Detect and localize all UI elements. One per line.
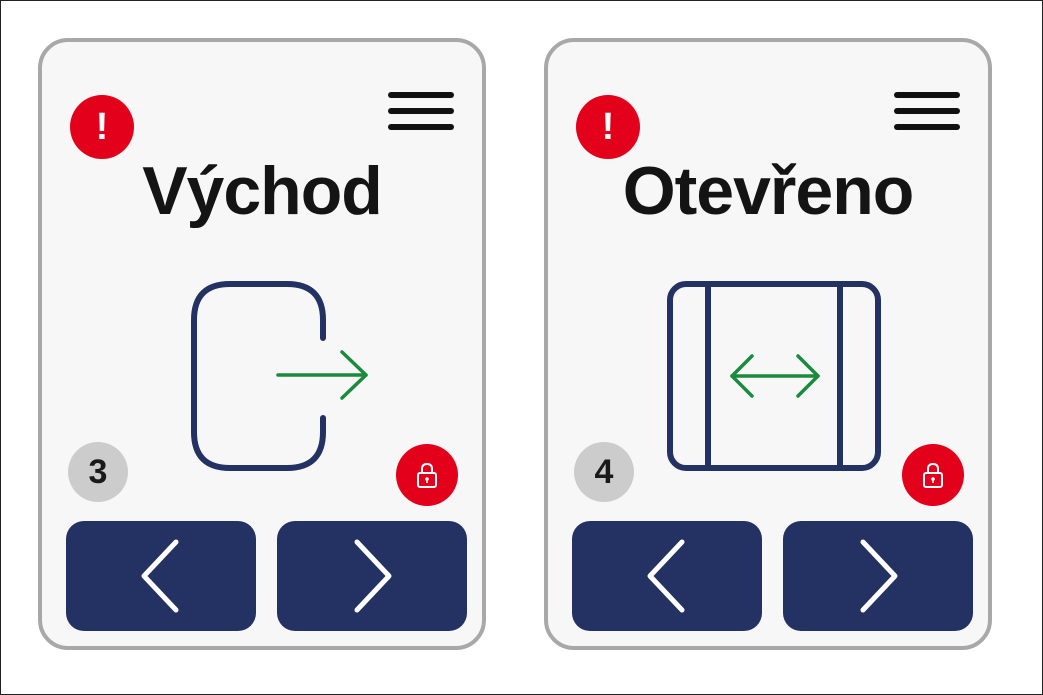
previous-button[interactable] — [66, 521, 256, 631]
exit-door-icon — [191, 281, 368, 471]
padlock-glyph — [417, 462, 437, 488]
alert-glyph: ! — [601, 105, 615, 148]
alert-icon[interactable]: ! — [576, 95, 640, 159]
hamburger-menu-icon[interactable] — [388, 92, 454, 134]
previous-button[interactable] — [572, 521, 762, 631]
next-button[interactable] — [277, 521, 467, 631]
counter-badge: 3 — [68, 442, 128, 502]
hamburger-menu-icon[interactable] — [894, 92, 960, 134]
alert-glyph: ! — [95, 105, 109, 148]
chevron-right-icon — [354, 539, 392, 613]
padlock-icon[interactable] — [902, 444, 964, 506]
panel-title: Otevřeno — [622, 153, 915, 229]
sliding-door-open-icon — [667, 281, 881, 471]
door-panel-open: ! Otevřeno 4 — [544, 38, 992, 650]
padlock-glyph — [923, 462, 943, 488]
counter-badge: 4 — [574, 442, 634, 502]
next-button[interactable] — [783, 521, 973, 631]
alert-icon[interactable]: ! — [70, 95, 134, 159]
chevron-right-icon — [860, 539, 898, 613]
panel-title: Východ — [142, 153, 383, 229]
padlock-icon[interactable] — [396, 444, 458, 506]
chevron-left-icon — [141, 539, 179, 613]
door-panel-exit: ! Východ 3 — [38, 38, 486, 650]
chevron-left-icon — [647, 539, 685, 613]
